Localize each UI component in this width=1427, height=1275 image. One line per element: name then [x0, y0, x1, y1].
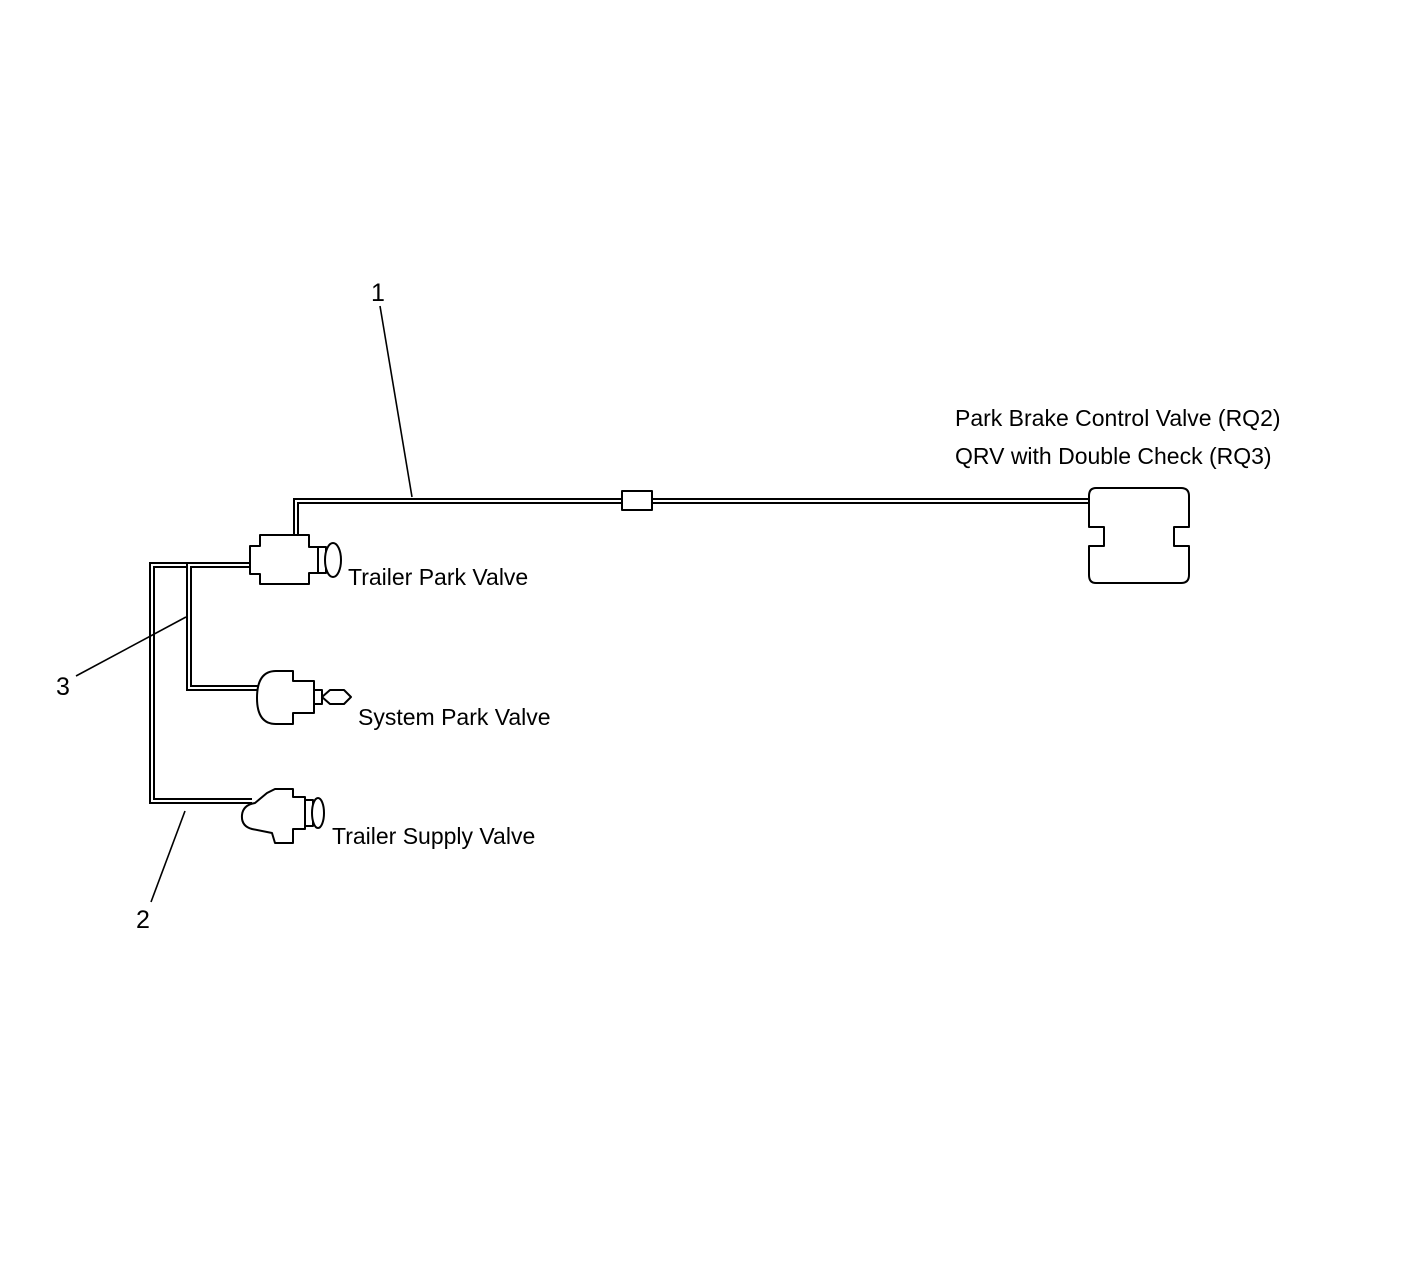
leader-line-2: [150, 810, 186, 903]
callout-1: 1: [371, 279, 385, 307]
label-system-park-valve: System Park Valve: [358, 704, 551, 730]
label-trailer-supply-valve: Trailer Supply Valve: [332, 823, 535, 849]
park-brake-control-valve-block: [1088, 487, 1190, 584]
callout-2: 2: [136, 906, 150, 934]
label-park-brake-control-valve: Park Brake Control Valve (RQ2): [955, 405, 1281, 431]
hose-1: [293, 498, 1089, 547]
label-trailer-park-valve: Trailer Park Valve: [348, 564, 528, 590]
hose-2: [149, 562, 252, 804]
system-park-valve-part: [256, 670, 352, 725]
trailer-park-valve-part: [249, 534, 342, 585]
inline-fitting: [621, 490, 653, 511]
leader-line-1: [379, 305, 413, 498]
hose-3: [186, 562, 258, 691]
callout-3: 3: [56, 673, 70, 701]
label-qrv-double-check: QRV with Double Check (RQ3): [955, 443, 1272, 469]
leader-line-3: [75, 616, 187, 677]
trailer-supply-valve-part: [240, 788, 325, 844]
